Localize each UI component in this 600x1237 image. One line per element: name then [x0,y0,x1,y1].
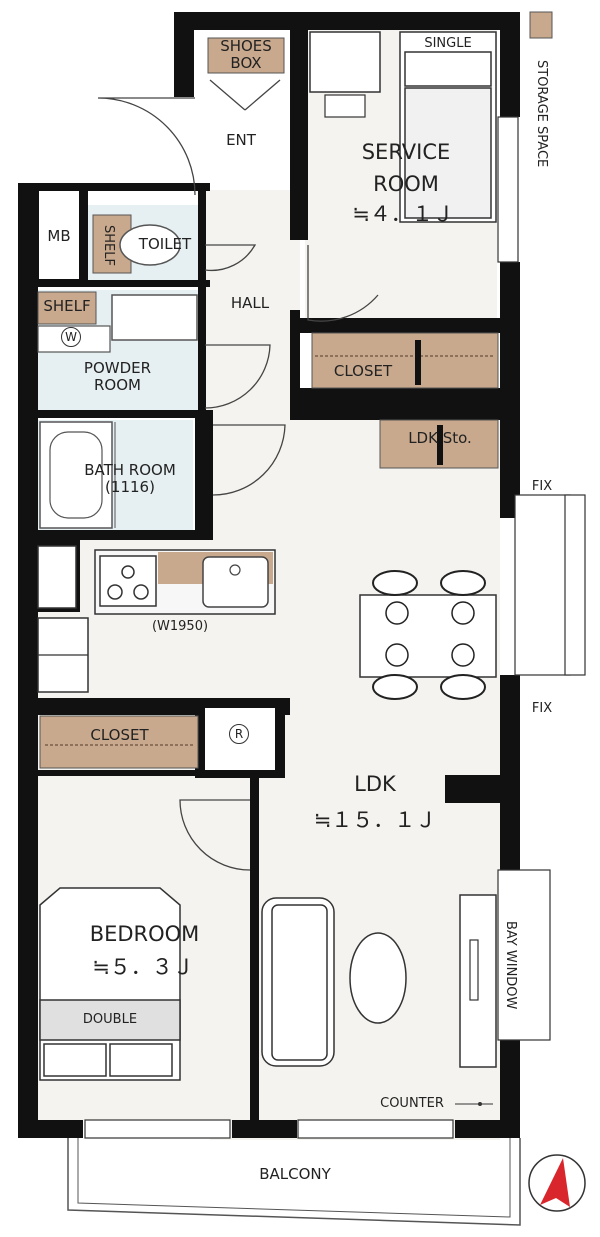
powder-room-label: POWDER ROOM [60,359,175,395]
tv [469,939,479,1001]
powder-room-name-line1: POWDER [83,359,152,377]
bedroom-label: BEDROOM [89,922,200,946]
walls [18,12,520,1138]
bathtub-inner [49,431,103,519]
desk-chair [324,94,366,118]
dining-chairs [372,570,486,700]
kitchen-width-label: (W1950) [151,619,209,634]
storage-space-legend: STORAGE SPACE [533,60,549,168]
fix-top-label: FIX [531,479,553,494]
floor-hall [200,185,300,420]
sink-drain [229,564,241,576]
stove-storage-area [37,545,77,609]
double-bed-label: DOUBLE [82,1012,138,1027]
shoes-box-line2: BOX [230,54,262,73]
shoes-box-label: SHOES BOX [210,37,282,73]
washbasin [111,294,198,341]
ldk-label: LDK [354,772,396,796]
bay-window-label: BAY WINDOW [502,920,518,1010]
place-settings [385,601,475,667]
service-room-label: SERVICE ROOM [336,140,476,196]
closet-divider [415,340,421,385]
bath-room-size: (1116) [105,478,155,497]
ldk-storage-divider [437,425,443,465]
toilet-bowl [119,224,181,266]
sofa [261,897,335,1067]
doors [97,79,379,871]
entrance-label: ENT [226,131,256,149]
single-bed-label: SINGLE [424,36,472,51]
bath-room-name: BATH ROOM [84,461,176,479]
washer-symbol: W [61,327,81,347]
service-room-name-line1: SERVICE [361,140,451,164]
bathtub [39,421,113,529]
hall-label: HALL [230,294,270,312]
balcony-outline [67,1138,521,1226]
desk [309,31,381,93]
closet-bedroom-label: CLOSET [90,726,149,744]
coffee-table [349,932,407,1024]
sink [202,556,269,608]
closet-rails [45,355,495,746]
service-room-name-line2: ROOM [373,172,439,197]
fridge-symbol: R [229,724,249,744]
bedroom-area: ≒５．３Ｊ [92,955,194,979]
double-bed [39,887,181,1081]
powder-room-name-line2: ROOM [94,376,141,395]
closet-service-label: CLOSET [333,362,393,380]
balcony-label: BALCONY [259,1165,331,1183]
toilet-shelf-label: SHELF [100,224,116,266]
dining-table [359,594,497,678]
shoes-box-line1: SHOES [220,37,272,55]
compass [528,1154,586,1212]
bath-room-label: BATH ROOM (1116) [70,461,190,497]
powder-shelf-label: SHELF [43,297,91,315]
ldk-storage-label: LDK Sto. [408,429,472,447]
toilet-label: TOILET [138,235,192,253]
service-room-area: ≒４．１Ｊ [352,202,454,226]
meter-box-label: MB [47,227,71,245]
windows [84,116,586,1139]
ldk-area: ≒１５．１Ｊ [313,808,437,832]
stove [99,555,157,607]
single-bed [399,31,497,223]
counter-label: COUNTER [380,1096,444,1111]
fix-bottom-label: FIX [531,701,553,716]
